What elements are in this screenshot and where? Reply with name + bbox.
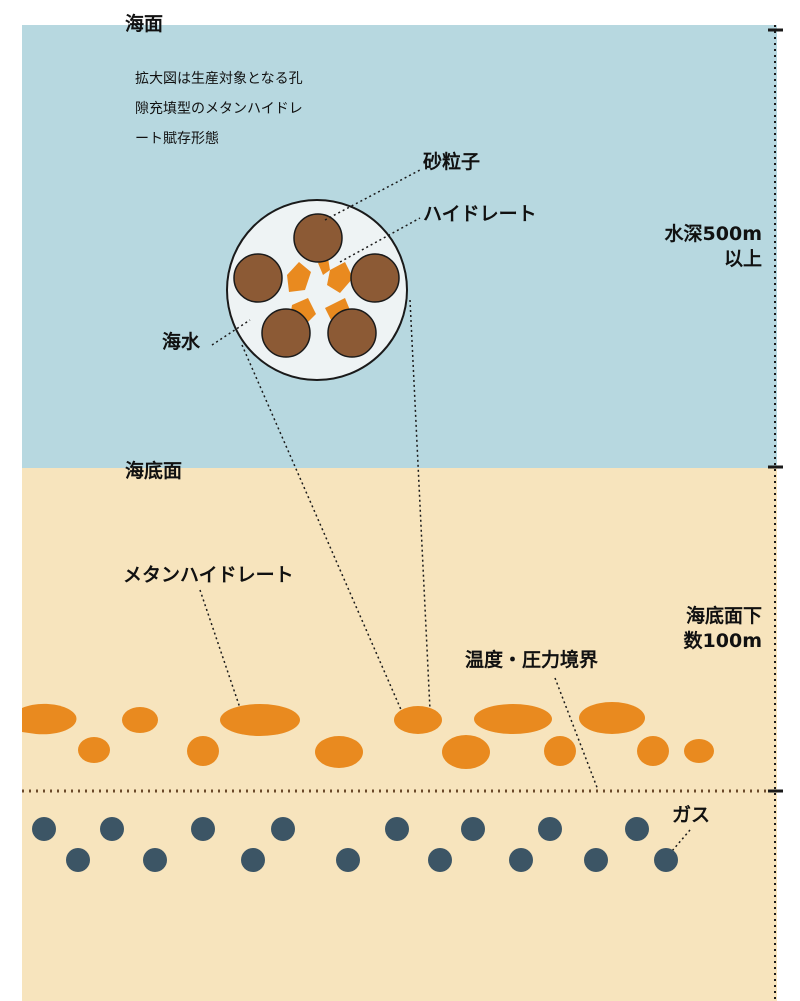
hydrate-crystal: [287, 262, 311, 292]
hydrate-blob: [78, 737, 110, 763]
sea-surface-label: 海面: [125, 13, 164, 35]
gas-bubble: [336, 848, 360, 872]
water-depth-label: 水深500m 以上: [665, 222, 762, 272]
magnified-view: [226, 199, 408, 381]
zoom-leader-left: [241, 344, 403, 713]
sand-grain: [293, 213, 343, 263]
gas-bubble: [241, 848, 265, 872]
sub-seafloor-value: 数100m: [683, 630, 762, 652]
gas-label: ガス: [672, 804, 711, 826]
gas-bubble: [143, 848, 167, 872]
gas-bubble: [66, 848, 90, 872]
hydrate-blob: [22, 703, 77, 735]
sand-grain-label: 砂粒子: [423, 151, 481, 173]
sea-water-region: [22, 25, 777, 468]
hydrate-blob: [187, 736, 219, 766]
gas-bubble: [385, 817, 409, 841]
hydrate-blob: [315, 736, 363, 768]
zoom-leader-right: [409, 299, 431, 711]
hydrate-blob: [684, 739, 714, 763]
hydrate-blob: [122, 707, 158, 733]
sand-grain: [327, 308, 377, 358]
gas-bubble: [654, 848, 678, 872]
seafloor-label: 海底面: [125, 460, 183, 482]
methane-hydrate-label: メタンハイドレート: [123, 564, 294, 586]
gas-bubble: [538, 817, 562, 841]
hydrate-layer: [22, 702, 714, 769]
hydrate-blob: [474, 704, 552, 734]
magnified-view-note: 拡大図は生産対象となる孔 隙充填型のメタンハイドレ ート賦存形態: [135, 64, 375, 154]
water-depth-value: 水深500m: [664, 223, 762, 245]
hydrate-crystal: [327, 262, 353, 293]
sub-seafloor-text: 海底面下: [685, 605, 762, 627]
boundary-label: 温度・圧力境界: [465, 649, 599, 671]
hydrate-blob: [394, 706, 442, 734]
water-depth-qualifier: 以上: [723, 248, 762, 270]
sub-seafloor-depth-label: 海底面下 数100m: [684, 604, 762, 654]
seawater-label: 海水: [162, 331, 201, 353]
note-line: 拡大図は生産対象となる孔: [135, 71, 303, 87]
hydrate-label: ハイドレート: [423, 203, 537, 225]
gas-bubble: [100, 817, 124, 841]
gas-bubble: [625, 817, 649, 841]
seabed-sediment-region: [22, 468, 777, 1001]
hydrate-blob: [442, 735, 490, 769]
gas-bubble: [461, 817, 485, 841]
gas-bubble: [32, 817, 56, 841]
note-line: ート賦存形態: [135, 131, 219, 147]
hydrate-blob: [579, 702, 645, 734]
sand-grain: [261, 308, 311, 358]
gas-bubble: [191, 817, 215, 841]
pointer-methane-hydrate: [199, 589, 241, 709]
gas-bubble: [584, 848, 608, 872]
gas-bubble: [271, 817, 295, 841]
gas-layer: [32, 817, 678, 872]
hydrate-blob: [544, 736, 576, 766]
gas-bubble: [428, 848, 452, 872]
pointer-boundary: [554, 677, 599, 791]
gas-bubble: [509, 848, 533, 872]
hydrate-blob: [220, 704, 300, 736]
note-line: 隙充填型のメタンハイドレ: [135, 101, 303, 117]
sand-grain: [350, 253, 400, 303]
sand-grain: [233, 253, 283, 303]
pointer-hydrate: [339, 217, 421, 263]
hydrate-blob: [637, 736, 669, 766]
pointer-sand-grain: [324, 169, 421, 221]
